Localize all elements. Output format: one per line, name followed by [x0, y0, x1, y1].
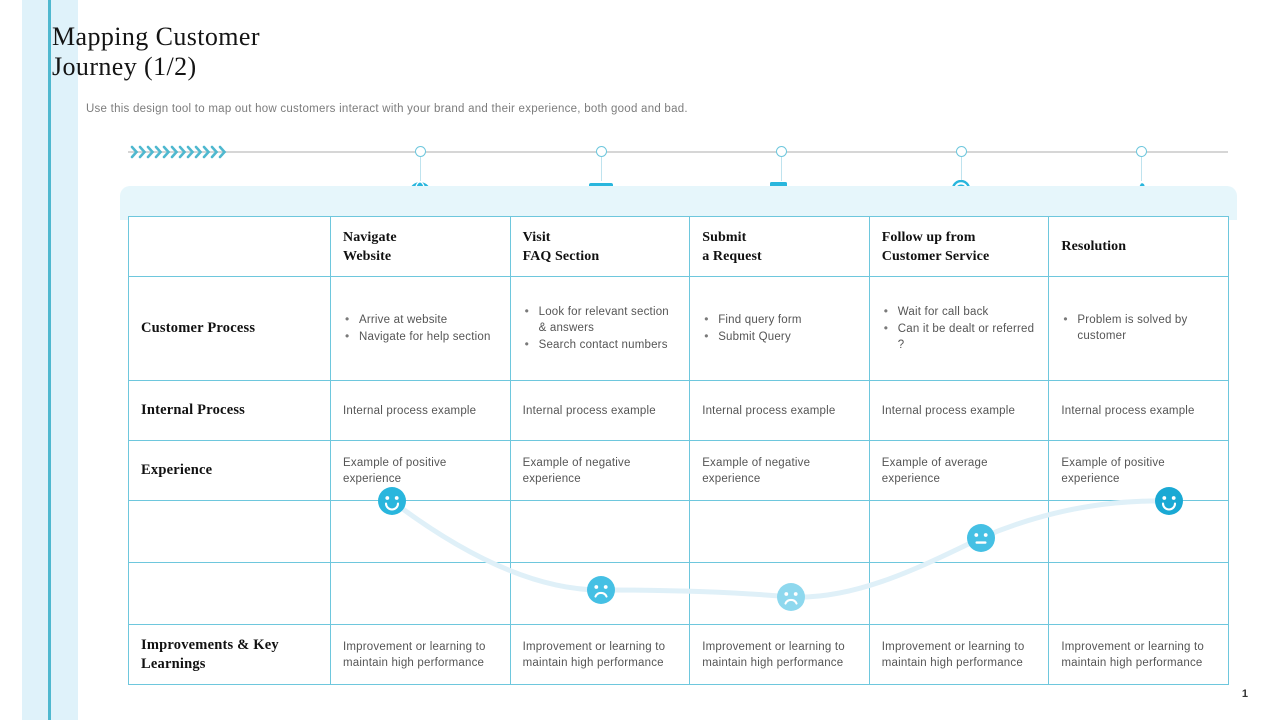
left-accent-line — [48, 0, 51, 720]
bullet-list: Look for relevant section & answers Sear… — [523, 303, 678, 353]
timeline-node-3[interactable] — [775, 146, 787, 157]
list-item: Problem is solved by customer — [1061, 311, 1216, 344]
timeline-stem-1 — [420, 157, 421, 181]
journey-timeline-line — [128, 151, 1228, 153]
list-item: Search contact numbers — [523, 336, 678, 353]
cell-internal-process-request: Internal process example — [689, 380, 870, 441]
cell-sentiment-upper-request — [689, 500, 870, 563]
timeline-stem-3 — [781, 157, 782, 181]
customer-journey-table: Navigate Website Visit FAQ Section Submi… — [128, 216, 1229, 685]
row-header-improvements-key-learnings: Improvements & Key Learnings — [128, 624, 331, 685]
timeline-stem-2 — [601, 157, 602, 181]
table-row-sentiment-lower — [128, 562, 1229, 625]
page-title: Mapping Customer Journey (1/2) — [52, 22, 260, 81]
cell-sentiment-lower-request — [689, 562, 870, 625]
cell-experience-navigate: Example of positive experience — [330, 440, 511, 501]
cell-sentiment-lower-faq — [509, 562, 691, 625]
cell-improvements-resolution: Improvement or learning to maintain high… — [1048, 624, 1229, 685]
timeline-stem-4 — [961, 157, 962, 181]
cell-customer-process-followup: Wait for call back Can it be dealt or re… — [868, 276, 1050, 381]
cell-customer-process-faq: Look for relevant section & answers Sear… — [509, 276, 691, 381]
table-header-row: Navigate Website Visit FAQ Section Submi… — [128, 216, 1229, 277]
cell-customer-process-navigate: Arrive at website Navigate for help sect… — [330, 276, 511, 381]
timeline-stem-5 — [1141, 157, 1142, 181]
cell-experience-resolution: Example of positive experience — [1048, 440, 1229, 501]
list-item: Find query form — [702, 311, 857, 328]
table-row-improvements: Improvements & Key Learnings Improvement… — [128, 624, 1229, 685]
cell-sentiment-lower-label — [128, 562, 331, 625]
timeline-node-2[interactable] — [595, 146, 607, 157]
timeline-node-4[interactable] — [955, 146, 967, 157]
cell-internal-process-navigate: Internal process example — [330, 380, 511, 441]
cell-sentiment-lower-navigate — [330, 562, 511, 625]
cell-sentiment-upper-label — [128, 500, 331, 563]
column-header-visit-faq-section: Visit FAQ Section — [509, 216, 691, 277]
cell-improvements-faq: Improvement or learning to maintain high… — [509, 624, 691, 685]
list-item: Navigate for help section — [343, 328, 498, 345]
list-item: Arrive at website — [343, 311, 498, 328]
timeline-node-1[interactable] — [414, 146, 426, 157]
chevrons-right-icon — [130, 144, 228, 160]
column-header-follow-up-customer-service: Follow up from Customer Service — [868, 216, 1050, 277]
cell-sentiment-upper-resolution — [1048, 500, 1229, 563]
bullet-list: Wait for call back Can it be dealt or re… — [882, 303, 1037, 353]
table-row-sentiment-upper — [128, 500, 1229, 563]
table-backdrop-panel-body — [120, 210, 1237, 220]
cell-sentiment-upper-faq — [509, 500, 691, 563]
timeline-node-5[interactable] — [1135, 146, 1147, 157]
table-row-customer-process: Customer Process Arrive at website Navig… — [128, 276, 1229, 381]
cell-customer-process-request: Find query form Submit Query — [689, 276, 870, 381]
row-header-experience: Experience — [128, 440, 331, 501]
cell-experience-followup: Example of average experience — [868, 440, 1050, 501]
table-row-internal-process: Internal Process Internal process exampl… — [128, 380, 1229, 441]
cell-sentiment-upper-followup — [868, 500, 1050, 563]
page-subtitle: Use this design tool to map out how cust… — [86, 103, 688, 115]
bullet-list: Find query form Submit Query — [702, 311, 857, 345]
cell-experience-faq: Example of negative experience — [509, 440, 691, 501]
list-item: Wait for call back — [882, 303, 1037, 320]
cell-experience-request: Example of negative experience — [689, 440, 870, 501]
column-header-resolution: Resolution — [1048, 216, 1229, 277]
cell-sentiment-lower-followup — [868, 562, 1050, 625]
table-corner-cell — [128, 216, 331, 277]
cell-improvements-navigate: Improvement or learning to maintain high… — [330, 624, 511, 685]
column-header-navigate-website: Navigate Website — [330, 216, 511, 277]
cell-internal-process-faq: Internal process example — [509, 380, 691, 441]
bullet-list: Arrive at website Navigate for help sect… — [343, 311, 498, 345]
page-number: 1 — [1241, 688, 1248, 700]
column-header-submit-a-request: Submit a Request — [689, 216, 870, 277]
cell-sentiment-upper-navigate — [330, 500, 511, 563]
list-item: Submit Query — [702, 328, 857, 345]
cell-internal-process-followup: Internal process example — [868, 380, 1050, 441]
cell-sentiment-lower-resolution — [1048, 562, 1229, 625]
bullet-list: Problem is solved by customer — [1061, 311, 1216, 344]
list-item: Can it be dealt or referred ? — [882, 320, 1037, 353]
row-header-customer-process: Customer Process — [128, 276, 331, 381]
cell-internal-process-resolution: Internal process example — [1048, 380, 1229, 441]
cell-customer-process-resolution: Problem is solved by customer — [1048, 276, 1229, 381]
row-header-internal-process: Internal Process — [128, 380, 331, 441]
table-row-experience: Experience Example of positive experienc… — [128, 440, 1229, 501]
cell-improvements-request: Improvement or learning to maintain high… — [689, 624, 870, 685]
cell-improvements-followup: Improvement or learning to maintain high… — [868, 624, 1050, 685]
list-item: Look for relevant section & answers — [523, 303, 678, 336]
